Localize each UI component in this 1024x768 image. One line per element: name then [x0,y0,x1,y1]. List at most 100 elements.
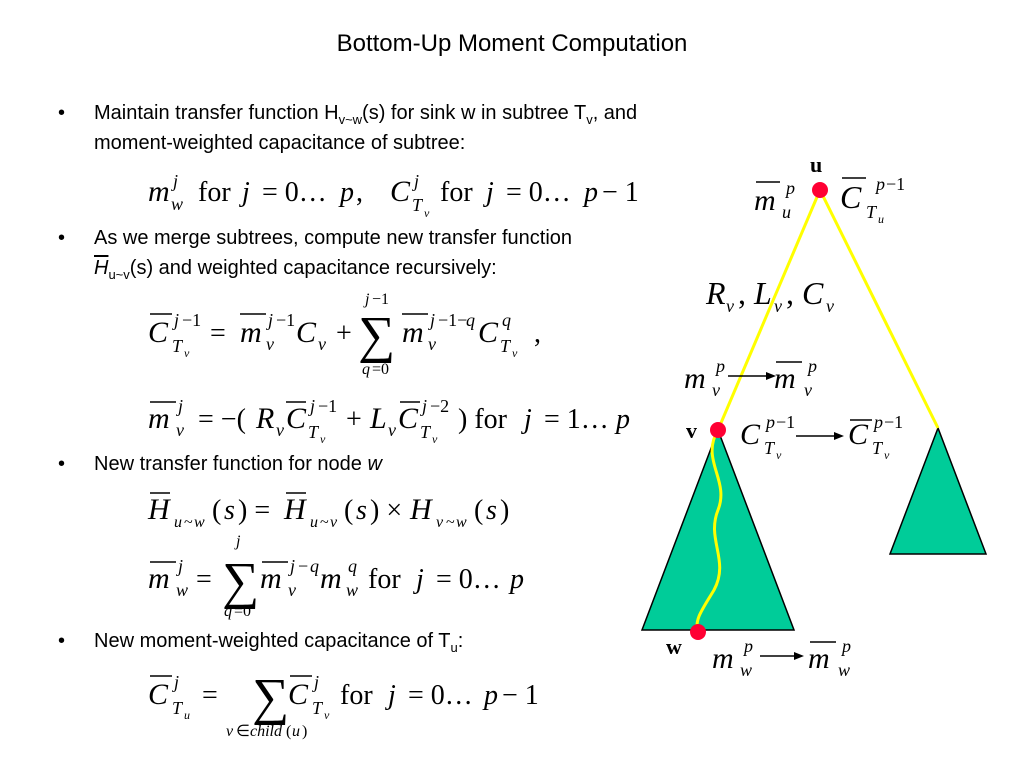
svg-text:s: s [224,495,235,526]
svg-text:j: j [521,404,532,435]
svg-text:m: m [684,362,706,395]
svg-text:= 0…: = 0… [408,680,473,711]
svg-text:v: v [804,380,812,400]
svg-text:− 1: − 1 [602,177,639,208]
bullet-marker: • [58,453,66,475]
svg-text:) ×: ) × [370,495,402,526]
svg-text:m: m [402,316,424,349]
svg-text:w: w [176,580,188,600]
svg-text:∑: ∑ [222,553,259,610]
svg-text:=0: =0 [372,361,389,378]
svg-text:j: j [385,680,396,711]
svg-text:=: = [196,564,212,595]
svg-text:v: v [428,334,436,354]
svg-text:v: v [330,514,338,531]
equation-moments-definition: m j w for j = 0… p , C j T v for j = 0… … [148,171,639,220]
svg-text:−2: −2 [430,396,449,416]
svg-text:−: − [298,556,308,576]
svg-text:) for: ) for [458,404,508,435]
svg-text:v: v [424,206,430,220]
svg-text:s: s [486,495,497,526]
svg-text:w: w [838,660,850,680]
svg-text:T: T [312,698,324,718]
svg-text:m: m [148,562,170,595]
bullet-2-line-2: Hu~v(s) and weighted capacitance recursi… [94,257,497,282]
svg-text:C: C [840,179,862,215]
svg-text:T: T [172,698,184,718]
svg-text:,: , [786,275,794,311]
svg-text:=0: =0 [234,603,251,620]
path-v-to-w [695,429,723,633]
svg-text:,: , [356,177,363,208]
svg-text:v: v [176,420,184,440]
svg-text:): ) [302,723,307,740]
equation-moment-convolution: j m j w = ∑ q=0 m j−q v m q w for j = 0…… [148,533,524,620]
equation-transfer-function-product: H u~w (s) = H u~v (s) × H v~w (s) [147,492,509,531]
svg-text:j: j [234,533,241,550]
svg-text:m: m [754,184,776,217]
svg-text:∑: ∑ [252,669,289,726]
svg-text:v: v [324,708,330,722]
svg-text:m: m [148,175,170,208]
edge-u-v [716,189,822,431]
svg-text:= 0…: = 0… [436,564,501,595]
bullet-marker: • [58,630,66,652]
svg-text:j: j [363,291,370,308]
svg-text:j: j [239,177,250,208]
svg-text:,: , [534,318,541,349]
svg-text:s: s [356,495,367,526]
svg-text:= −(: = −( [198,404,246,435]
svg-text:for: for [440,177,473,208]
svg-text:child: child [250,723,283,740]
svg-text:q: q [466,310,475,330]
svg-text:p: p [714,356,725,376]
svg-text:u: u [310,514,318,531]
svg-text:v: v [726,296,734,316]
svg-text:j: j [171,171,178,191]
svg-text:u: u [878,212,884,226]
bullet-3-line-1: New transfer function for node w [94,453,382,475]
svg-text:j: j [176,396,183,416]
svg-text:−1: −1 [884,412,903,432]
svg-text:u: u [292,723,300,740]
svg-text:j: j [172,672,179,692]
svg-text:m: m [148,402,170,435]
svg-text:−1: −1 [276,310,295,330]
svg-text:−1: −1 [886,174,905,194]
svg-text:H: H [409,493,434,526]
svg-text:j: j [308,396,315,416]
svg-text:(: ( [212,495,221,526]
svg-text:v: v [226,723,234,740]
svg-text:u: u [174,514,182,531]
svg-text:= 0…: = 0… [262,177,327,208]
svg-text:j: j [172,310,179,330]
svg-text:~: ~ [446,514,455,531]
slide-title: Bottom-Up Moment Computation [336,30,688,57]
svg-text:v: v [774,296,782,316]
bullet-marker: • [58,102,66,124]
svg-text:p: p [872,412,883,432]
node-u [812,182,828,198]
svg-text:C: C [390,175,411,208]
svg-text:v: v [432,432,438,446]
svg-text:−1: −1 [182,310,201,330]
svg-text:C: C [148,678,169,711]
svg-text:L: L [369,402,387,435]
svg-text:v: v [826,296,834,316]
svg-text:v: v [712,380,720,400]
svg-text:w: w [171,194,183,214]
svg-text:+: + [336,318,352,349]
svg-text:T: T [412,195,424,215]
svg-text:T: T [172,336,184,356]
svg-text:q: q [362,361,370,378]
svg-text:m: m [260,562,282,595]
svg-text:(: ( [474,495,483,526]
edge-u-right [818,189,940,429]
svg-text:H: H [283,493,308,526]
svg-text:~: ~ [184,514,193,531]
svg-text:,: , [738,275,746,311]
svg-text:for: for [340,680,373,711]
